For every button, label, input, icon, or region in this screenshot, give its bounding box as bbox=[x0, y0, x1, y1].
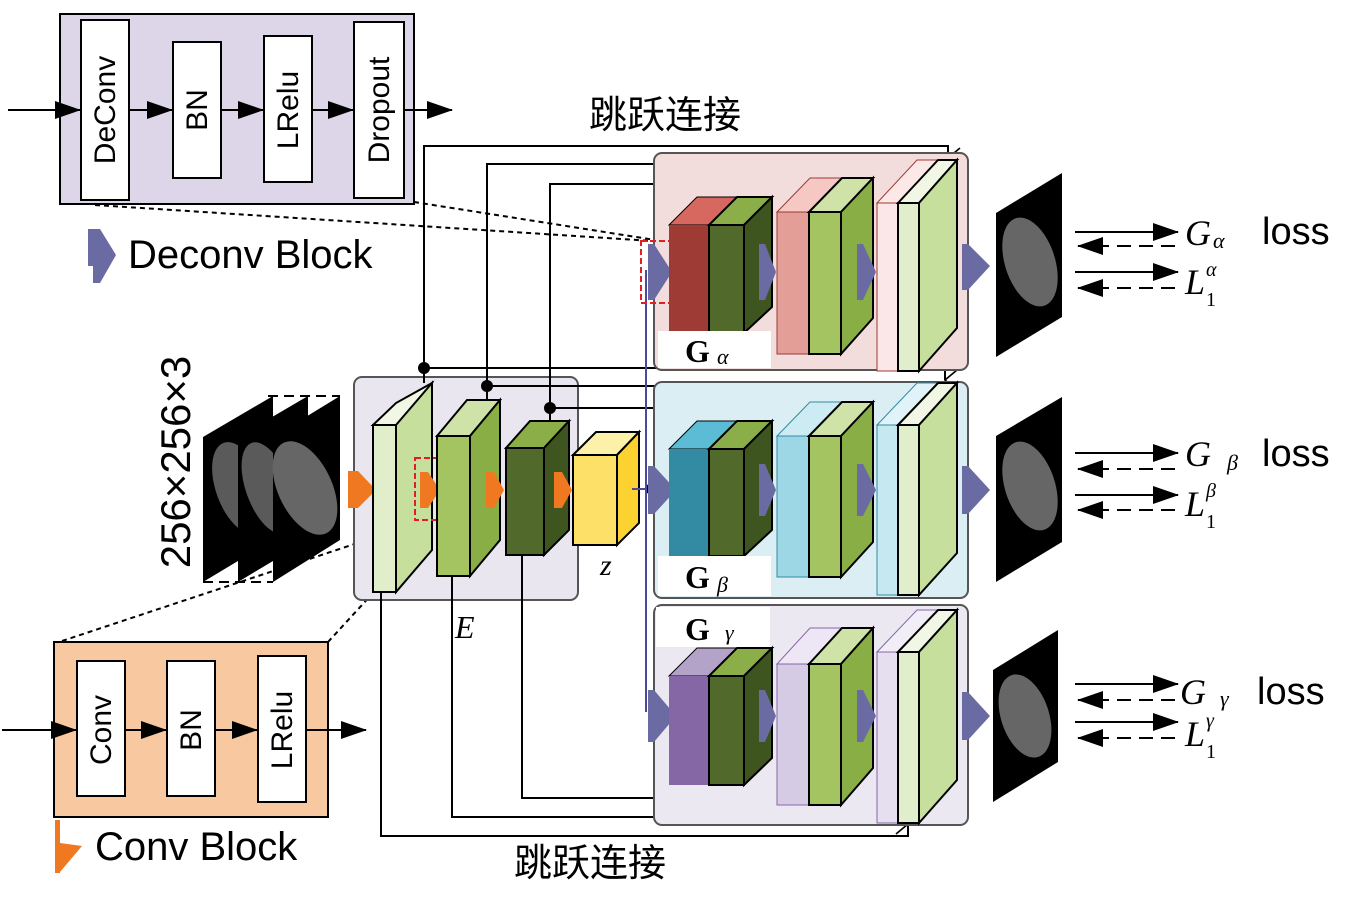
skip-connection-label-top: 跳跃连接 bbox=[589, 93, 741, 137]
skip-connection-label-bottom: 跳跃连接 bbox=[514, 841, 666, 885]
junction-dot bbox=[544, 402, 556, 414]
conv-arrow-icon bbox=[420, 472, 440, 508]
ct-slice-3 bbox=[272, 396, 340, 582]
l1-loss-superscript: β bbox=[1205, 480, 1216, 502]
encoder-label: E bbox=[454, 609, 475, 645]
layer-label: DeConv bbox=[89, 56, 122, 164]
layer-label: BN bbox=[181, 89, 214, 131]
adv-loss-subscript: γ bbox=[1220, 686, 1230, 711]
generator-subscript: γ bbox=[725, 620, 735, 645]
zoom-guide-line bbox=[94, 204, 669, 243]
deconv-arrow-icon bbox=[759, 244, 776, 300]
deconv-block-arrow-icon bbox=[88, 229, 116, 283]
deconv-block-title: Deconv Block bbox=[128, 233, 374, 277]
generator-alpha: G α bbox=[640, 152, 990, 374]
conv-layer-lrelu: LRelu bbox=[257, 655, 307, 803]
stack-block bbox=[669, 449, 709, 556]
stack-block bbox=[669, 676, 709, 785]
deconv-arrow-icon bbox=[648, 244, 672, 300]
input-size-label: 256×256×3 bbox=[152, 356, 199, 569]
zoom-guide-line bbox=[413, 201, 669, 243]
adv-loss-symbol: G bbox=[1180, 672, 1206, 712]
zoom-guide-line bbox=[61, 519, 428, 642]
input-images: 256×256×3 bbox=[152, 356, 340, 583]
conv-arrow-icon bbox=[486, 472, 504, 508]
adv-loss-symbol: G bbox=[1185, 213, 1211, 253]
junction-dot bbox=[418, 362, 430, 374]
generator-beta: G β bbox=[648, 380, 990, 599]
deconv-arrow-icon bbox=[857, 464, 876, 516]
generator-name: G bbox=[685, 611, 710, 647]
stack-block bbox=[669, 225, 709, 333]
l1-loss-subscript: 1 bbox=[1206, 289, 1216, 311]
l1-loss-superscript: α bbox=[1206, 259, 1217, 281]
deconv-arrow-icon bbox=[759, 690, 776, 742]
l1-loss-symbol: L bbox=[1184, 262, 1205, 302]
conv-block-legend: Conv BN LRelu Conv Block bbox=[2, 641, 367, 873]
junction-dot bbox=[481, 380, 493, 392]
deconv-arrow-icon bbox=[857, 244, 876, 300]
generator-name: G bbox=[685, 333, 710, 369]
encoder-layer-2 bbox=[434, 397, 503, 579]
deconv-arrow-icon bbox=[857, 690, 876, 742]
layer-label: LRelu bbox=[266, 691, 299, 769]
adv-loss-label: loss bbox=[1257, 671, 1325, 713]
layer-label: LRelu bbox=[272, 71, 305, 149]
l1-loss-symbol: L bbox=[1184, 714, 1205, 754]
deconv-layer-deconv: DeConv bbox=[80, 19, 130, 201]
deconv-arrow-icon bbox=[759, 464, 776, 516]
encoder: z E bbox=[348, 376, 642, 645]
generator-subscript: β bbox=[716, 572, 728, 597]
deconv-arrow-icon bbox=[648, 690, 676, 742]
layer-label: Dropout bbox=[363, 56, 396, 163]
conv-block-title: Conv Block bbox=[95, 825, 298, 869]
layer-label: Conv bbox=[85, 695, 118, 765]
encoder-layer-3 bbox=[503, 418, 572, 558]
l1-loss-symbol: L bbox=[1184, 484, 1205, 524]
adv-loss-subscript: α bbox=[1213, 228, 1225, 253]
conv-arrow-icon bbox=[348, 471, 376, 508]
deconv-arrow-icon bbox=[962, 692, 990, 740]
conv-layer-conv: Conv bbox=[76, 660, 126, 797]
deconv-arrow-icon bbox=[648, 466, 676, 514]
output-alpha: G α loss L 1 α bbox=[996, 173, 1330, 357]
deconv-layer-bn: BN bbox=[172, 41, 222, 179]
output-beta: G β loss L 1 β bbox=[996, 397, 1330, 582]
deconv-layer-lrelu: LRelu bbox=[263, 35, 313, 183]
latent-z-block bbox=[570, 429, 642, 548]
conv-arrow-icon bbox=[554, 472, 572, 508]
output-gamma: G γ loss L 1 γ bbox=[993, 630, 1325, 802]
adv-loss-symbol: G bbox=[1185, 434, 1211, 474]
adv-loss-subscript: β bbox=[1226, 450, 1238, 475]
generator-subscript: α bbox=[717, 344, 729, 369]
layer-label: BN bbox=[175, 709, 208, 751]
generator-name: G bbox=[685, 559, 710, 595]
deconv-block-legend: DeConv BN LRelu Dropout Deconv Block bbox=[8, 13, 453, 283]
l1-loss-superscript: γ bbox=[1206, 710, 1215, 732]
l1-loss-subscript: 1 bbox=[1206, 511, 1216, 533]
deconv-arrow-icon bbox=[962, 244, 990, 290]
conv-block-arrow-icon bbox=[55, 820, 82, 873]
l1-loss-subscript: 1 bbox=[1206, 741, 1216, 763]
generator-gamma: G γ bbox=[648, 604, 990, 826]
adv-loss-label: loss bbox=[1262, 433, 1330, 475]
deconv-layer-dropout: Dropout bbox=[353, 21, 405, 199]
latent-z-label: z bbox=[599, 549, 612, 582]
adv-loss-label: loss bbox=[1262, 211, 1330, 253]
conv-layer-bn: BN bbox=[166, 660, 216, 797]
deconv-arrow-icon bbox=[962, 466, 990, 514]
